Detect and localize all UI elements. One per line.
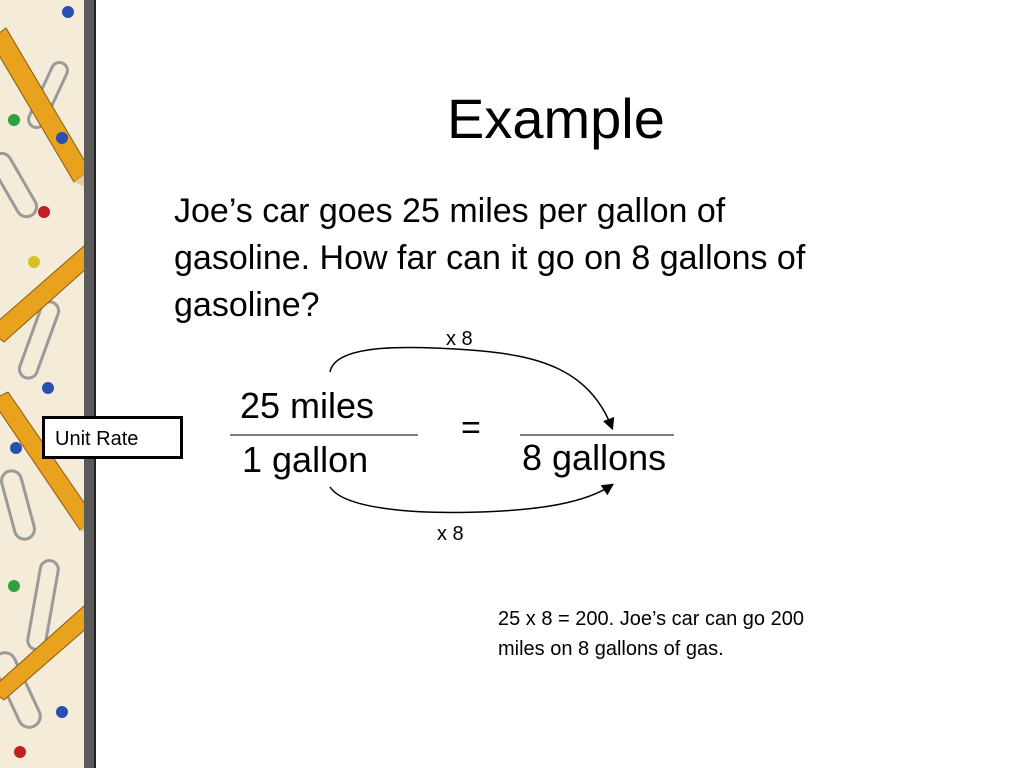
left-numerator: 25 miles xyxy=(240,385,375,426)
unit-rate-label: Unit Rate xyxy=(42,416,183,459)
answer-text: 25 x 8 = 200. Joe’s car can go 200 miles… xyxy=(498,604,804,664)
problem-statement: Joe’s car goes 25 miles per gallon of ga… xyxy=(174,188,954,329)
answer-line: 25 x 8 = 200. Joe’s car can go 200 xyxy=(498,608,804,630)
paper-clip-icon xyxy=(0,61,69,729)
slide-title: Example xyxy=(447,87,665,150)
right-denominator: 8 gallons xyxy=(522,437,667,478)
bottom-arrow xyxy=(329,483,614,514)
problem-line: gasoline? xyxy=(174,286,320,324)
push-pin-icon xyxy=(8,6,74,758)
bottom-multiplier-label: x 8 xyxy=(437,523,464,545)
equals-sign: = xyxy=(461,409,481,447)
left-denominator: 1 gallon xyxy=(242,439,369,480)
decorative-border xyxy=(0,0,96,768)
problem-line: Joe’s car goes 25 miles per gallon of xyxy=(174,192,726,230)
problem-line: gasoline. How far can it go on 8 gallons… xyxy=(174,239,806,277)
answer-line: miles on 8 gallons of gas. xyxy=(498,638,724,660)
top-multiplier-label: x 8 xyxy=(446,328,473,350)
